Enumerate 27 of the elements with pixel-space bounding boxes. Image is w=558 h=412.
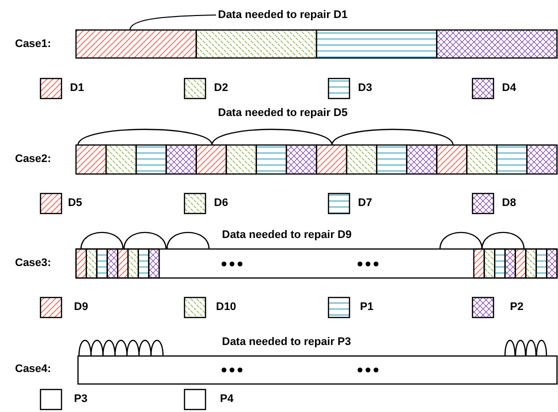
legend-label: P4 xyxy=(220,393,234,406)
annotation-text: Data needed to repair D9 xyxy=(222,229,352,242)
legend-label: D7 xyxy=(358,197,372,210)
annotation-text: Data needed to repair D5 xyxy=(218,107,348,120)
data-block xyxy=(75,29,197,59)
legend-label: D3 xyxy=(358,82,372,95)
case-label: Case4: xyxy=(15,363,52,376)
legend-label: D6 xyxy=(214,197,228,210)
legend-label: D10 xyxy=(216,301,236,314)
annotation-text: Data needed to repair D1 xyxy=(218,9,348,22)
legend-label: P1 xyxy=(360,301,374,314)
data-block xyxy=(436,29,558,59)
legend-label: D8 xyxy=(502,197,516,210)
legend-label: P2 xyxy=(510,301,524,314)
legend-label: D1 xyxy=(70,82,84,95)
data-block xyxy=(196,29,318,59)
legend-label: D2 xyxy=(214,82,228,95)
annotation-text: Data needed to repair P3 xyxy=(222,336,351,349)
case-label: Case3: xyxy=(15,257,52,270)
case-label: Case2: xyxy=(15,153,52,166)
legend-label: D4 xyxy=(502,82,516,95)
legend-label: P3 xyxy=(74,393,88,406)
legend-label: D9 xyxy=(74,301,88,314)
leader-line xyxy=(129,14,216,30)
case-label: Case1: xyxy=(15,38,52,51)
data-block xyxy=(316,29,438,59)
legend-label: D5 xyxy=(68,197,82,210)
